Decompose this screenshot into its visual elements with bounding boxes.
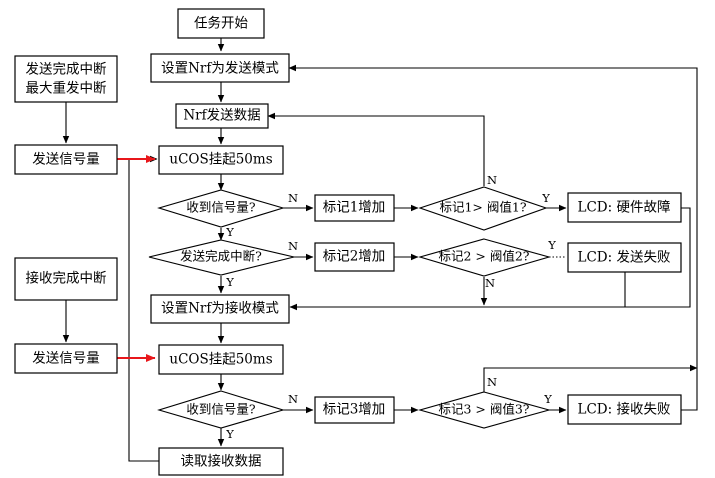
node-send-data-label: Nrf发送数据 (183, 108, 260, 124)
decision-cmp-1: 标记1> 阀值1? (418, 186, 548, 231)
decision-recv-sem-2: 收到信号量? (157, 390, 285, 429)
node-read-data: 读取接收数据 (158, 447, 284, 476)
decision-cmp-1-label: 标记1> 阀值1? (439, 200, 526, 215)
node-isr-tx-line1: 发送完成中断 (26, 62, 107, 78)
label-no-cmp1: N (487, 173, 497, 187)
loop-cmp3-no (483, 364, 698, 392)
node-set-tx: 设置Nrf为发送模式 (150, 53, 290, 83)
node-mark-3-label: 标记3增加 (323, 402, 386, 418)
node-lcd-tx-fail-label: LCD: 发送失败 (578, 250, 671, 266)
loop-cmp1-no-to-send (267, 112, 485, 186)
loop-lcdhw-to-setrx (289, 207, 691, 311)
decision-tx-done: 发送完成中断? (148, 239, 295, 276)
label-yes-txdone: Y (225, 275, 234, 289)
decision-recv-sem-2-label: 收到信号量? (186, 402, 256, 417)
node-lcd-rx-fail: LCD: 接收失败 (567, 394, 682, 425)
connectors (62, 38, 698, 462)
node-lcd-rx-fail-label: LCD: 接收失败 (578, 401, 671, 418)
node-set-tx-label: 设置Nrf为发送模式 (161, 61, 279, 77)
decision-tx-done-label: 发送完成中断? (180, 249, 262, 264)
node-set-rx-label: 设置Nrf为接收模式 (161, 300, 279, 317)
decision-cmp-2: 标记2 > 阀值2? (418, 238, 552, 277)
node-post-sem-2: 发送信号量 (14, 343, 118, 374)
node-mark-1: 标记1增加 (314, 194, 395, 222)
decision-recv-sem-1: 收到信号量? (157, 189, 285, 228)
node-isr-tx-line2: 最大重发中断 (26, 81, 107, 97)
node-post-sem-1: 发送信号量 (14, 144, 118, 175)
node-send-data: Nrf发送数据 (175, 103, 269, 129)
node-start: 任务开始 (177, 8, 265, 39)
decision-cmp-3: 标记3 > 阀值3? (417, 391, 552, 429)
node-isr-tx: 发送完成中断 最大重发中断 (14, 55, 118, 103)
node-post-sem-1-label: 发送信号量 (32, 152, 100, 168)
node-post-sem-2-label: 发送信号量 (32, 351, 100, 367)
node-isr-rx: 接收完成中断 (14, 257, 118, 301)
node-lcd-tx-fail: LCD: 发送失败 (567, 242, 682, 273)
node-start-label: 任务开始 (194, 16, 248, 32)
label-yes-sem1: Y (225, 225, 234, 239)
node-isr-rx-label: 接收完成中断 (26, 270, 107, 287)
label-yes-sem2: Y (225, 427, 234, 441)
node-pend-1-label: uCOS挂起50ms (169, 152, 272, 168)
node-lcd-hw-label: LCD: 硬件故障 (578, 200, 671, 216)
label-no-cmp3: N (487, 375, 497, 389)
label-yes-cmp1: Y (541, 191, 550, 205)
label-no-txdone: N (288, 239, 298, 253)
node-pend-2: uCOS挂起50ms (158, 344, 284, 375)
label-yes-cmp2: Y (547, 238, 556, 252)
decision-cmp-2-label: 标记2 > 阀值2? (438, 249, 529, 264)
decision-recv-sem-1-label: 收到信号量? (186, 200, 256, 215)
node-mark-1-label: 标记1增加 (323, 200, 386, 216)
branch-labels: N Y N Y N Y Y N N Y N Y (225, 173, 556, 441)
node-pend-1: uCOS挂起50ms (158, 145, 284, 175)
node-read-data-label: 读取接收数据 (181, 453, 262, 470)
node-mark-2: 标记2增加 (314, 242, 395, 272)
label-no-sem2: N (288, 392, 298, 406)
node-mark-3: 标记3增加 (314, 396, 395, 424)
label-no-sem1: N (288, 191, 298, 205)
node-lcd-hw: LCD: 硬件故障 (567, 192, 682, 223)
decision-cmp-3-label: 标记3 > 阀值3? (438, 402, 529, 417)
node-set-rx: 设置Nrf为接收模式 (150, 294, 290, 324)
label-yes-cmp3: Y (543, 392, 552, 406)
label-no-cmp2: N (485, 276, 495, 290)
node-pend-2-label: uCOS挂起50ms (169, 352, 272, 368)
loop-lcdrx-to-settx (288, 64, 698, 411)
node-mark-2-label: 标记2增加 (323, 249, 386, 265)
